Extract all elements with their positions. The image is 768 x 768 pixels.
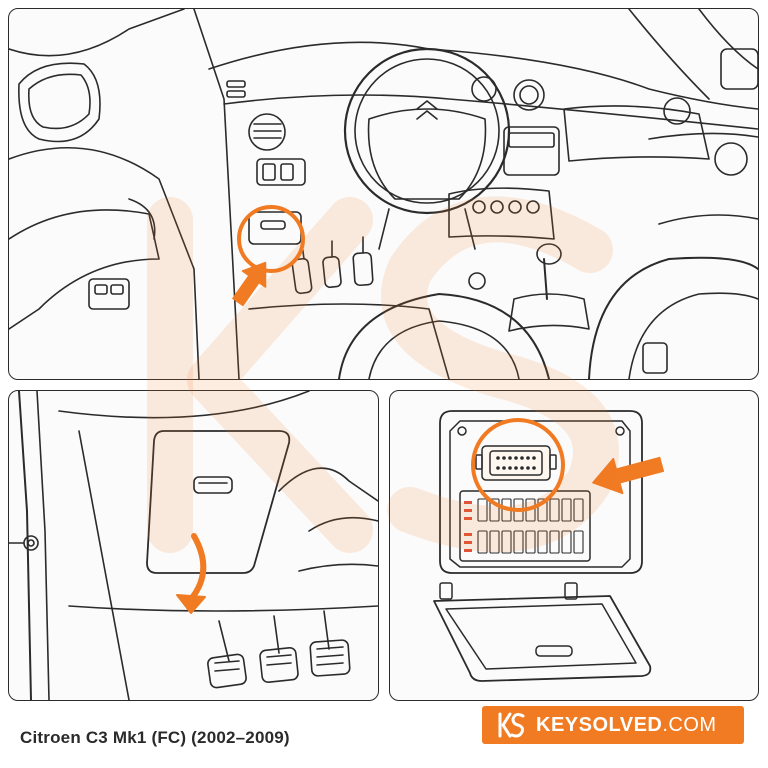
brand-name: KEYSOLVED.COM <box>536 714 717 737</box>
dashboard-overview-panel <box>8 8 759 380</box>
highlight-circle-icon <box>471 418 565 512</box>
arrow-icon <box>592 456 665 495</box>
fuse-cover-icon <box>146 430 291 574</box>
brand-name-text: KEYSOLVED <box>536 713 663 736</box>
curved-arrow-icon <box>176 533 207 614</box>
dashboard-illustration <box>9 9 758 379</box>
fuse-cover-illustration <box>9 391 378 700</box>
brand-tld-text: .COM <box>662 713 717 736</box>
steering-wheel-icon <box>416 100 438 120</box>
arrow-icon <box>232 261 267 307</box>
keysolved-brand-badge[interactable]: KEYSOLVED.COM <box>482 706 744 744</box>
vehicle-caption: Citroen C3 Mk1 (FC) (2002–2009) <box>20 728 290 747</box>
highlight-circle-icon <box>237 205 305 273</box>
obd-port-closeup-panel <box>389 390 759 701</box>
obd-port-illustration <box>433 410 665 682</box>
fuse-cover-location-panel <box>8 390 379 701</box>
ks-logo-icon <box>498 712 525 738</box>
obd-port-icon <box>475 445 557 481</box>
